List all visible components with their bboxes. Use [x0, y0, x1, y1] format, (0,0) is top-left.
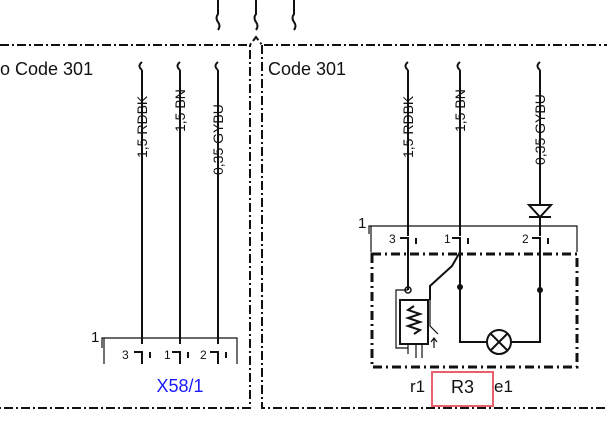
left-pin-1: 1	[164, 348, 171, 362]
right-wire-rdbk: 1,5 RDBK	[400, 61, 416, 236]
right-wire-gybu-label: 0,35 GYBU	[532, 94, 548, 165]
left-wire-bn: 1,5 BN	[172, 61, 188, 344]
component-internals	[395, 251, 543, 358]
left-wire-bn-label: 1,5 BN	[172, 89, 188, 132]
right-connector: 1 3 1 2	[358, 215, 578, 252]
right-connector-number: 1	[358, 215, 366, 232]
diode-icon	[526, 204, 554, 236]
left-wire-rdbk-label: 1,5 RDBK	[134, 95, 150, 158]
right-pin-3: 3	[389, 232, 396, 246]
left-pin-3: 3	[122, 348, 129, 362]
lamp-icon	[486, 329, 512, 355]
right-panel-title: Code 301	[268, 59, 346, 79]
left-connector-label: X58/1	[156, 376, 203, 396]
left-wire-gybu: 0,35 GYBU	[210, 61, 226, 344]
right-wire-bn: 1,5 BN	[452, 61, 468, 236]
right-pin-2: 2	[522, 232, 529, 246]
left-pin-2: 2	[200, 348, 207, 362]
left-panel-title: o Code 301	[0, 59, 93, 79]
left-panel: o Code 301 1,5 RDBK 1,5 BN 0,35 GYBU 1 3…	[0, 44, 251, 409]
top-wire-breaks	[0, 0, 607, 46]
right-pin-1: 1	[444, 232, 451, 246]
highlight-box	[431, 371, 494, 407]
right-wire-gybu: 0,35 GYBU	[526, 61, 554, 236]
left-wire-gybu-label: 0,35 GYBU	[210, 104, 226, 175]
left-connector-number: 1	[91, 329, 99, 346]
left-wire-rdbk: 1,5 RDBK	[134, 61, 150, 344]
component-label-e1: e1	[494, 377, 513, 396]
left-connector: 1 3 1 2 X58/1	[91, 329, 238, 396]
right-wire-rdbk-label: 1,5 RDBK	[400, 95, 416, 158]
component-label-r1: r1	[410, 377, 425, 396]
component-enclosure	[370, 252, 579, 369]
right-wire-bn-label: 1,5 BN	[452, 89, 468, 132]
component-label-r3: R3	[451, 377, 474, 397]
right-panel: Code 301 1,5 RDBK 1,5 BN 0,35 GYBU 1 3 1…	[261, 45, 607, 409]
resistor-icon	[395, 286, 439, 358]
